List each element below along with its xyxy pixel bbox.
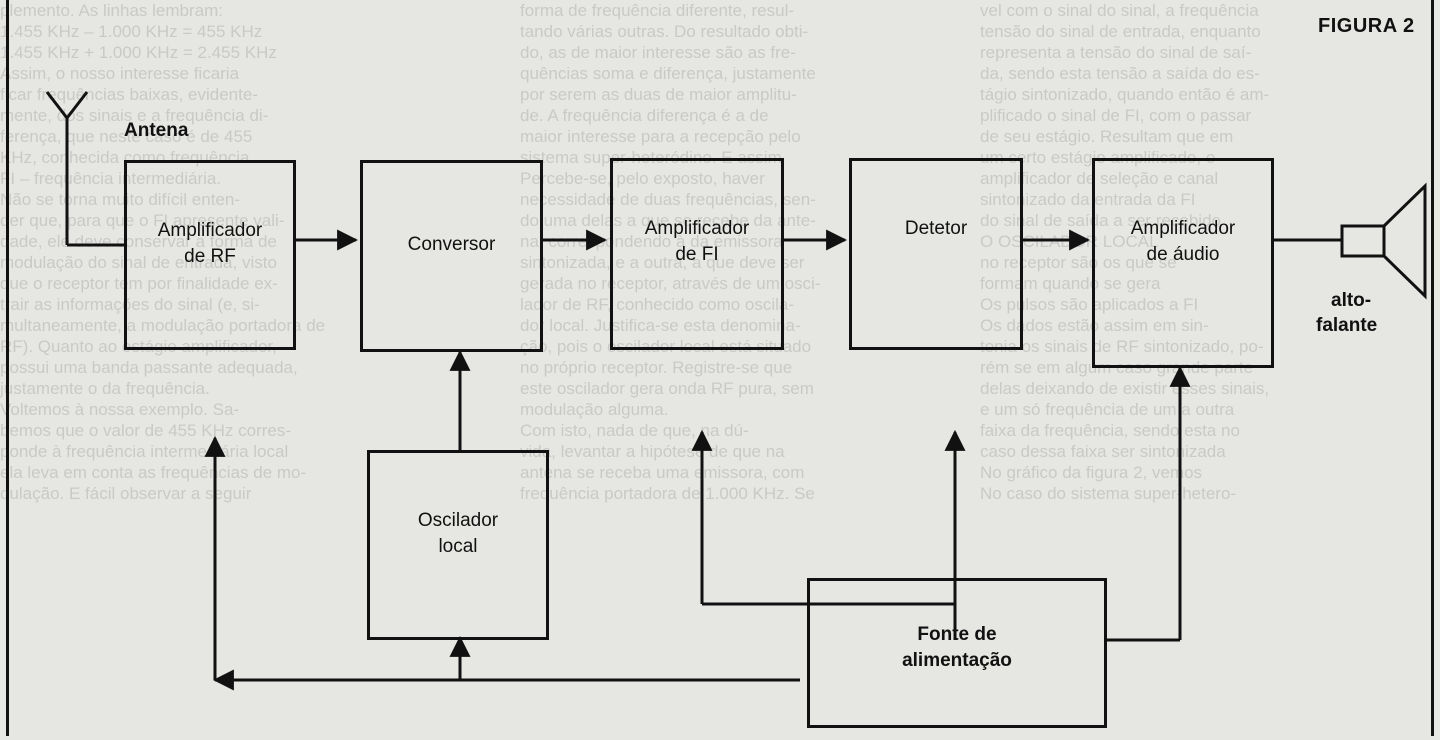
background-text-line: e um só frequência de um a outra: [980, 400, 1235, 419]
background-text-line: este oscilador gera onda RF pura, sem: [520, 379, 814, 398]
background-text-line: Assim, o nosso interesse ficaria: [0, 64, 240, 83]
conversor-label: Conversor: [407, 234, 496, 255]
oscilador-label-line2: local: [438, 536, 478, 557]
background-text-line: plemento. As linhas lembram:: [0, 1, 223, 20]
speaker-label-line2: falante: [1316, 315, 1378, 336]
background-text-line: Os pulsos são aplicados a FI: [980, 295, 1199, 314]
background-text-line: dulação. E fácil observar a seguir: [0, 484, 252, 503]
background-text-line: por serem as duas de maior amplitu-: [520, 85, 797, 104]
background-text-line: representa a tensão do sinal de saí-: [980, 43, 1252, 62]
fi-amplifier-label-line2: de FI: [675, 244, 719, 265]
background-text-line: Não se torna muito difícil enten-: [0, 190, 241, 209]
detetor-label: Detetor: [904, 218, 968, 239]
background-text-line: justamente o da frequência.: [0, 379, 210, 398]
background-text-line: delas deixando de existir esses sinais,: [980, 379, 1270, 398]
background-text-line: faixa da frequência, sendo esta no: [980, 421, 1240, 440]
oscilador-label-line1: Oscilador: [417, 510, 499, 531]
background-text-line: amplificador de seleção e canal: [980, 169, 1219, 188]
background-text-line: necessidade de duas frequências, sen-: [520, 190, 816, 209]
background-text-line: ferença, que neste caso é de 455: [0, 127, 253, 146]
background-text-line: vel com o sinal do sinal, a frequência: [980, 1, 1259, 20]
background-text-line: ção, pois o oscilador local está situado: [520, 337, 812, 356]
background-text-line: forma de frequência diferente, resul-: [520, 1, 795, 20]
background-text-line: gerada no receptor, através de um osci-: [520, 274, 821, 293]
background-text-line: formam quando se gera: [980, 274, 1161, 293]
rf-amplifier-block: Amplificador de RF: [124, 160, 296, 350]
background-text-line: sistema super-heteródino. E assim: [520, 148, 782, 167]
speaker-icon: [1340, 182, 1427, 300]
background-text-line: ela leva em conta as frequências de mo-: [0, 463, 307, 482]
rf-amplifier-label-line2: de RF: [184, 246, 236, 267]
background-text-line: no receptor são os que se: [980, 253, 1177, 272]
antenna-label: Antena: [124, 120, 189, 141]
background-text-column-middle: forma de frequência diferente, resul-tan…: [520, 0, 980, 740]
background-text-line: plificado o sinal de FI, com o passar: [980, 106, 1252, 125]
background-text-line: que o receptor tem por finalidade ex-: [0, 274, 278, 293]
background-text-line: Voltemos à nossa exemplo. Sa-: [0, 400, 240, 419]
background-text-line: Percebe-se, pelo exposto, haver: [520, 169, 765, 188]
background-text-line: tando várias outras. Do resultado obti-: [520, 22, 809, 41]
oscilador-local-block: Oscilador local: [367, 450, 549, 640]
background-text-line: de seu estágio. Resultam que em: [980, 127, 1234, 146]
background-text-line: quências soma e diferença, justamente: [520, 64, 816, 83]
figure-title: FIGURA 2: [1318, 15, 1415, 37]
background-text-line: multaneamente, a modulação portadora de: [0, 316, 326, 335]
audio-amplifier-label-line1: Amplificador: [1130, 218, 1236, 239]
background-text-line: modulação do sinal de entrada, visto: [0, 253, 277, 272]
background-text-line: tonia os sinais de RF sintonizado, po-: [980, 337, 1264, 356]
background-text-line: 1.455 KHz + 1.000 KHz = 2.455 KHz: [0, 43, 277, 62]
fi-amplifier-block: Amplificador de FI: [610, 158, 784, 350]
background-text-line: der que, para que o FI apresente vali-: [0, 211, 285, 230]
fi-amplifier-label-line1: Amplificador: [644, 218, 750, 239]
background-text-column-right: vel com o sinal do sinal, a frequência te…: [980, 0, 1440, 740]
background-text-line: antena se receba uma emissora, com: [520, 463, 805, 482]
background-text-line: maior interesse para a recepção pelo: [520, 127, 801, 146]
figure-frame: [6, 0, 1434, 736]
background-text-line: No caso do sistema super-hetero-: [980, 484, 1237, 503]
background-text-line: no próprio receptor. Registre-se que: [520, 358, 793, 377]
background-text-line: frequência portadora de 1.000 KHz. Se: [520, 484, 815, 503]
background-text-line: tensão do sinal de entrada, enquanto: [980, 22, 1261, 41]
background-text-line: tágio sintonizado, quando então é am-: [980, 85, 1270, 104]
antenna-icon: [45, 91, 124, 247]
background-text-line: de. A frequência diferença é a de: [520, 106, 769, 125]
conversor-block: Conversor: [360, 160, 543, 352]
fonte-label-line2: alimentação: [902, 650, 1012, 671]
background-text-line: bemos que o valor de 455 KHz corres-: [0, 421, 292, 440]
background-text-line: da, sendo esta tensão a saída do es-: [980, 64, 1260, 83]
background-text-line: caso dessa faixa ser sintonizada: [980, 442, 1226, 461]
background-text-column-left: plemento. As linhas lembram: 1.455 KHz – …: [0, 0, 520, 740]
audio-amplifier-label-line2: de áudio: [1146, 244, 1220, 265]
fonte-label-line1: Fonte de: [917, 624, 997, 645]
speaker-label-line1: alto-: [1331, 290, 1372, 311]
background-text-line: trair as informações do sinal (e, si-: [0, 295, 260, 314]
background-text-line: possui uma banda passante adequada,: [0, 358, 298, 377]
rf-amplifier-label-line1: Amplificador: [157, 220, 263, 241]
background-text-line: RF). Quanto ao estágio amplificador,: [0, 337, 277, 356]
background-text-line: lador de RF, conhecido como oscila-: [520, 295, 795, 314]
background-text-line: do sinal de saída a ser recebido: [980, 211, 1221, 230]
background-text-line: sintonizado da entrada da FI: [980, 190, 1196, 209]
background-text-line: dor local. Justifica-se esta denomina-: [520, 316, 801, 335]
background-text-line: vida, levantar a hipótese de que na: [520, 442, 785, 461]
background-text-line: um certo estágio amplificado, o: [980, 148, 1216, 167]
detetor-block: Detetor: [849, 158, 1023, 350]
background-text-line: FI – frequência intermediária.: [0, 169, 222, 188]
background-text-line: 1.455 KHz – 1.000 KHz = 455 KHz: [0, 22, 263, 41]
fonte-alimentacao-block: Fonte de alimentação: [807, 578, 1107, 728]
audio-amplifier-block: Amplificador de áudio: [1092, 158, 1274, 368]
background-text-line: na, correspondendo à da emissora: [520, 232, 783, 251]
background-text-line: do, as de maior interesse são as fre-: [520, 43, 796, 62]
background-text-line: do uma delas a que se recebe da ante-: [520, 211, 816, 230]
background-text-line: ficar frequências baixas, evidente-: [0, 85, 258, 104]
background-text-line: sintonizada, e a outra, a que deve ser: [520, 253, 805, 272]
background-text-line: modulação alguma.: [520, 400, 669, 419]
background-text-line: No gráfico da figura 2, vemos: [980, 463, 1203, 482]
